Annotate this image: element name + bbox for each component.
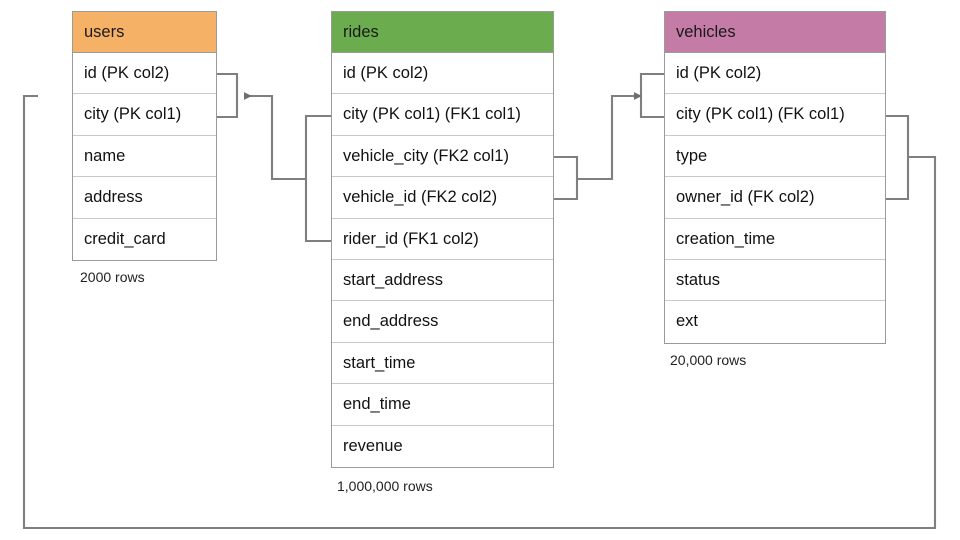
table-rides-column-end-address[interactable]: end_address — [332, 301, 553, 343]
table-vehicles[interactable]: vehicles id (PK col2) city (PK col1) (FK… — [664, 11, 886, 344]
table-vehicles-column-ext[interactable]: ext — [665, 301, 885, 343]
table-vehicles-column-id[interactable]: id (PK col2) — [665, 53, 885, 95]
table-rides-column-end-time[interactable]: end_time — [332, 384, 553, 426]
table-rides-column-vehicle-id[interactable]: vehicle_id (FK2 col2) — [332, 177, 553, 219]
table-rides-column-id[interactable]: id (PK col2) — [332, 53, 553, 95]
table-users-column-name[interactable]: name — [73, 135, 216, 178]
connector-rides-to-users — [217, 72, 331, 243]
table-users-column-city[interactable]: city (PK col1) — [73, 94, 216, 136]
table-rides-column-rider-id[interactable]: rider_id (FK1 col2) — [332, 218, 553, 260]
table-rides[interactable]: rides id (PK col2) city (PK col1) (FK1 c… — [331, 11, 554, 468]
table-rides-column-start-time[interactable]: start_time — [332, 342, 553, 385]
table-vehicles-column-type[interactable]: type — [665, 135, 885, 178]
connector-rides-to-vehicles — [554, 72, 664, 201]
table-users[interactable]: users id (PK col2) city (PK col1) name a… — [72, 11, 217, 261]
table-users-row-count: 2000 rows — [80, 269, 145, 285]
table-rides-column-start-address[interactable]: start_address — [332, 259, 553, 302]
table-rides-column-revenue[interactable]: revenue — [332, 425, 553, 467]
table-vehicles-header: vehicles — [665, 12, 885, 53]
table-users-column-id[interactable]: id (PK col2) — [73, 53, 216, 95]
table-vehicles-column-city[interactable]: city (PK col1) (FK col1) — [665, 94, 885, 136]
table-rides-column-city[interactable]: city (PK col1) (FK1 col1) — [332, 94, 553, 136]
table-rides-column-vehicle-city[interactable]: vehicle_city (FK2 col1) — [332, 135, 553, 178]
table-users-column-address[interactable]: address — [73, 177, 216, 219]
table-rides-header: rides — [332, 12, 553, 53]
table-users-column-credit-card[interactable]: credit_card — [73, 218, 216, 260]
table-rides-row-count: 1,000,000 rows — [337, 478, 433, 494]
table-users-header: users — [73, 12, 216, 53]
table-vehicles-column-creation-time[interactable]: creation_time — [665, 218, 885, 260]
table-vehicles-row-count: 20,000 rows — [670, 352, 747, 368]
table-vehicles-column-owner-id[interactable]: owner_id (FK col2) — [665, 177, 885, 219]
table-vehicles-column-status[interactable]: status — [665, 259, 885, 302]
connector-vehicles-to-users — [22, 94, 937, 530]
